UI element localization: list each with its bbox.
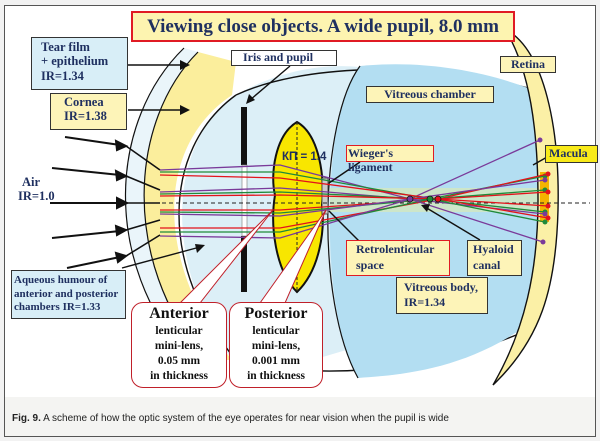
incoming-rays bbox=[50, 136, 130, 269]
air-label-line2: IR=1.0 bbox=[18, 189, 55, 204]
cornea-label: Cornea IR=1.38 bbox=[50, 93, 127, 130]
retina-hit-point bbox=[542, 211, 548, 217]
anterior-callout-line4: in thickness bbox=[150, 370, 208, 382]
figure-caption: Fig. 9. A scheme of how the optic system… bbox=[12, 413, 449, 424]
hyaloid-label-line2: canal bbox=[473, 258, 501, 272]
posterior-callout-line2: mini-lens, bbox=[251, 340, 301, 352]
anterior-mini-lens-callout: Anterior lenticular mini-lens, 0.05 mm i… bbox=[131, 302, 227, 388]
cornea-label-line2: IR=1.38 bbox=[64, 109, 107, 124]
refracted-rays bbox=[125, 145, 161, 257]
vitreous-body-label-line1: Vitreous body, bbox=[404, 280, 479, 294]
retina-hit-point bbox=[540, 239, 546, 245]
vitreous-body-label-line2: IR=1.34 bbox=[404, 295, 446, 309]
retina-layer bbox=[492, 27, 559, 386]
label-pointers bbox=[121, 64, 557, 269]
caption-prefix: Fig. 9. bbox=[12, 413, 41, 424]
ray-purple bbox=[159, 198, 546, 217]
posterior-mini-lens-callout: Posterior lenticular mini-lens, 0.001 mm… bbox=[229, 302, 323, 388]
anterior-callout-heading: Anterior bbox=[149, 305, 209, 322]
retro-label-line1: Retrolenticular bbox=[356, 242, 435, 256]
pointer-heads bbox=[180, 60, 430, 253]
caption-text: A scheme of how the optic system of the … bbox=[40, 413, 449, 424]
aqueous-label-line3: chambers IR=1.33 bbox=[14, 301, 101, 313]
posterior-callout-heading: Posterior bbox=[244, 305, 308, 322]
tear-film-label: Tear film + epithelium IR=1.34 bbox=[31, 37, 128, 90]
iris-lower bbox=[241, 236, 247, 292]
retina-hit-point bbox=[542, 219, 548, 225]
focal-point-purple bbox=[406, 195, 414, 203]
hyaloid-canal-label: Hyaloid canal bbox=[467, 240, 522, 276]
posterior-callout-line3: 0.001 mm bbox=[252, 355, 300, 367]
retro-label-line2: space bbox=[356, 258, 384, 272]
macula-label: Macula bbox=[545, 145, 598, 163]
ray-purple bbox=[159, 179, 546, 200]
ray-red bbox=[160, 198, 549, 229]
anterior-callout-line3: 0.05 mm bbox=[157, 355, 201, 367]
retina-label: Retina bbox=[500, 56, 556, 73]
cornea-layer bbox=[144, 52, 236, 360]
cornea-label-line1: Cornea bbox=[64, 95, 104, 109]
ray-red bbox=[159, 191, 549, 200]
anterior-callout-line1: lenticular bbox=[155, 325, 203, 337]
pupil-gap bbox=[241, 164, 248, 237]
air-label: Air IR=1.0 bbox=[18, 175, 55, 204]
aqueous-label-line2: anterior and posterior bbox=[14, 287, 119, 300]
caption-area bbox=[5, 397, 595, 436]
iris-upper bbox=[241, 107, 247, 165]
ray-red bbox=[160, 198, 549, 211]
tear-film-label-line3: IR=1.34 bbox=[41, 68, 84, 83]
anterior-callout-line2: mini-lens, bbox=[154, 340, 204, 352]
wieger-ligament-label: Wieger's ligament bbox=[346, 145, 434, 174]
ray-bundle bbox=[159, 137, 551, 245]
retrolenticular-space-label: Retrolenticular space bbox=[346, 240, 450, 276]
vitreous-body-label: Vitreous body, IR=1.34 bbox=[396, 277, 488, 314]
ray-red bbox=[159, 173, 549, 200]
posterior-callout-line4: in thickness bbox=[247, 370, 305, 382]
air-label-line1: Air bbox=[22, 175, 41, 189]
aqueous-humour-label: Aqueous humour of anterior and posterior… bbox=[11, 270, 126, 319]
retina-hit-point bbox=[542, 177, 548, 183]
focal-point-red bbox=[434, 195, 442, 203]
ray-purple bbox=[159, 198, 544, 243]
retina-hit-point bbox=[545, 171, 551, 177]
tear-film-layer bbox=[125, 48, 205, 360]
hyaloid-label-line1: Hyaloid bbox=[473, 242, 514, 256]
retina-hit-point bbox=[545, 203, 551, 209]
ray-purple bbox=[159, 139, 541, 200]
tear-film-label-line1: Tear film bbox=[41, 40, 90, 54]
lens-index-label: КП = 1.4 bbox=[282, 151, 327, 163]
macula-region bbox=[540, 172, 549, 222]
retina-hit-point bbox=[537, 137, 543, 143]
tear-film-label-line2: + epithelium bbox=[41, 54, 109, 69]
vitreous-body bbox=[329, 64, 552, 378]
iris-label: Iris and pupil bbox=[231, 50, 337, 66]
aqueous-label-line1: Aqueous humour of bbox=[14, 274, 108, 286]
vitreous-chamber-label: Vitreous chamber bbox=[366, 86, 494, 103]
posterior-callout-line1: lenticular bbox=[252, 325, 300, 337]
retina-hit-point bbox=[545, 215, 551, 221]
ray-green bbox=[159, 189, 546, 200]
diagram-title: Viewing close objects. A wide pupil, 8.0… bbox=[131, 11, 515, 42]
retina-hit-point bbox=[545, 189, 551, 195]
focal-point-green bbox=[426, 195, 434, 203]
